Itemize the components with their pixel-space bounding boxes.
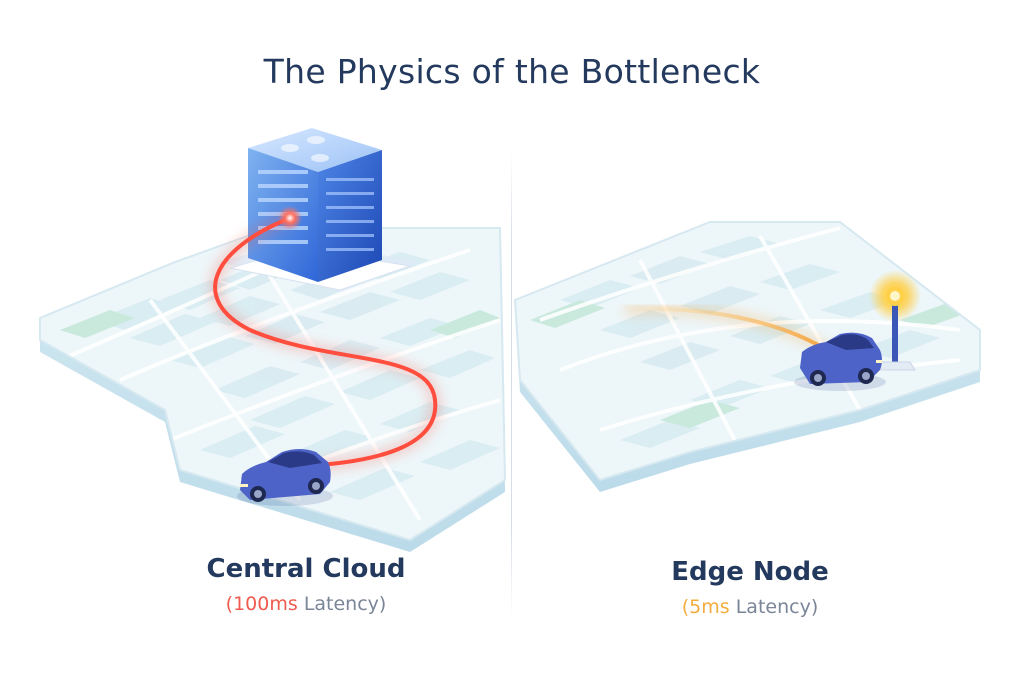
car-icon-right [794,332,886,391]
right-city-map [513,221,981,492]
edge-node-latency-value: 5ms [689,596,730,618]
street-lamp-icon [869,270,921,371]
edge-latency-path [623,304,833,357]
central-cloud-latency-word: Latency [303,593,379,615]
edge-node-latency: (5ms Latency) [681,596,819,618]
server-tower-icon [220,128,420,292]
page-title: The Physics of the Bottleneck [263,52,761,91]
car-icon-left [237,449,333,506]
left-city-map [39,227,507,552]
central-cloud-label: Central Cloud [206,554,406,584]
central-cloud-latency-value: 100ms [233,593,298,615]
cloud-latency-path [210,206,441,470]
central-cloud-latency: (100ms Latency) [225,593,387,615]
panel-divider [511,150,512,620]
edge-node-latency-word: Latency [735,596,811,618]
edge-node-label: Edge Node [671,557,829,587]
